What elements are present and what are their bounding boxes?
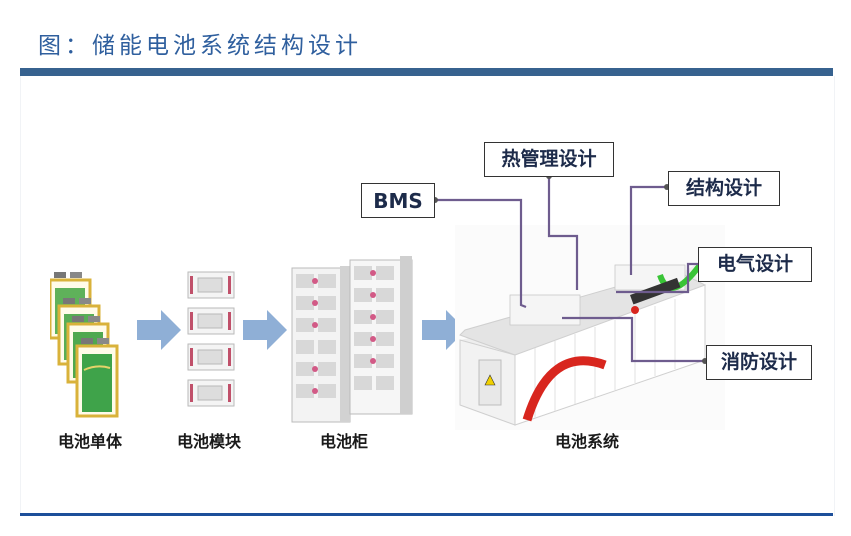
module-unit: [187, 343, 235, 371]
callout-thermal-management: 热管理设计: [484, 142, 614, 177]
callout-fire-protection-design: 消防设计: [706, 345, 812, 380]
callout-bms: BMS: [361, 183, 435, 218]
footer-divider: [20, 513, 833, 516]
battery-cabinet-icon: [291, 256, 413, 423]
figure-frame: [20, 76, 835, 516]
module-unit: [187, 271, 235, 299]
arrow-right-icon: [243, 310, 287, 350]
header-divider: [20, 68, 833, 76]
stage-label-system: 电池系统: [555, 432, 620, 451]
stage-label-module: 电池模块: [177, 432, 242, 451]
cabinet-unit: [291, 266, 351, 423]
battery-module-icon: [187, 271, 235, 407]
leader-line-fire: [562, 316, 705, 363]
callout-structure-design: 结构设计: [668, 171, 780, 206]
battery-cell-icon: [50, 272, 119, 418]
stage-label-cabinet: 电池柜: [320, 432, 369, 451]
module-unit: [187, 379, 235, 407]
cell-card: [75, 338, 119, 418]
leader-line-structure: [629, 185, 667, 275]
callout-electrical-design: 电气设计: [698, 247, 812, 282]
leader-line-thermal: [547, 176, 579, 290]
module-unit: [187, 307, 235, 335]
arrow-right-icon: [137, 310, 181, 350]
leader-line-electrical: [616, 262, 705, 294]
cabinet-unit: [349, 256, 413, 415]
page-title: 图：储能电池系统结构设计: [38, 33, 362, 59]
stage-label-cell: 电池单体: [58, 432, 123, 451]
leader-line-bms: [435, 198, 527, 309]
